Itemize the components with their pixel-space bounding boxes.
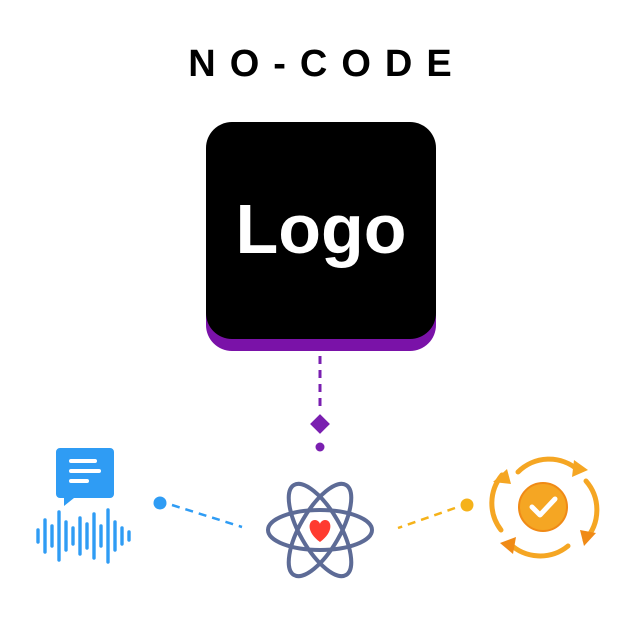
chat-voice-icon <box>36 448 131 564</box>
right-connector <box>397 506 456 530</box>
connector-diamond <box>310 414 330 434</box>
connector-dot-left <box>153 496 167 510</box>
left-connector <box>171 503 243 529</box>
logo-text: Logo <box>235 189 407 268</box>
logo-box: Logo <box>206 122 436 339</box>
connector-dot-right <box>460 498 474 512</box>
page-title: NO-CODE <box>188 43 466 85</box>
sync-check-icon <box>489 456 600 559</box>
atom-heart-icon <box>266 481 374 579</box>
connector-dot-top <box>315 442 325 452</box>
